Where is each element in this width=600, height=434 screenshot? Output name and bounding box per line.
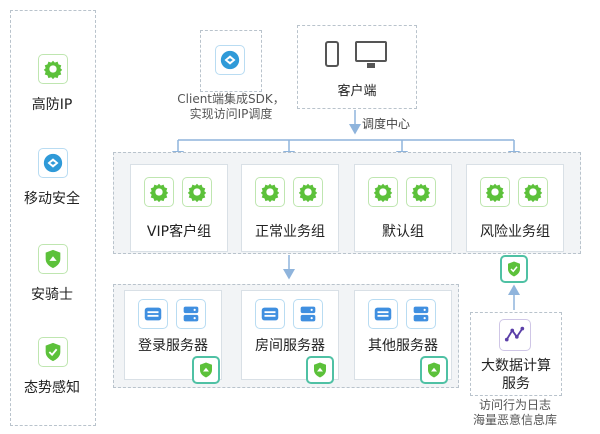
group-label: VIP客户组: [146, 224, 212, 240]
shield-icon: [38, 244, 68, 274]
server-rack-icon: [176, 299, 206, 329]
monitor-icon: [355, 41, 387, 62]
group-label: 风险业务组: [480, 224, 550, 240]
client-label: 客户端: [337, 84, 377, 99]
bigdata-note: 访问行为日志 海量恶意信息库: [462, 398, 568, 428]
gear-icon: [368, 177, 398, 207]
server-label: 房间服务器: [255, 338, 325, 354]
monitor-stand: [367, 63, 375, 68]
sdk-note-line1: Client端集成SDK，: [177, 92, 285, 106]
shield-check-icon: [500, 255, 528, 283]
bigdata-label-line1: 大数据计算: [481, 358, 551, 374]
shield-icon: [420, 356, 448, 384]
group-card-risk: 风险业务组: [466, 164, 564, 252]
server-rack-icon: [293, 299, 323, 329]
dispatch-center-label: 调度中心: [362, 117, 411, 131]
server-cloud-icon: [138, 299, 168, 329]
gear-icon: [406, 177, 436, 207]
gear-icon: [38, 54, 68, 84]
server-cloud-icon: [255, 299, 285, 329]
gear-icon: [255, 177, 285, 207]
gear-icon: [182, 177, 212, 207]
bigdata-note-line2: 海量恶意信息库: [472, 413, 557, 427]
shield-icon: [306, 356, 334, 384]
server-label: 登录服务器: [138, 338, 208, 354]
shield-icon: [192, 356, 220, 384]
bigdata-note-line1: 访问行为日志: [478, 398, 551, 412]
server-cloud-icon: [368, 299, 398, 329]
gear-icon: [518, 177, 548, 207]
group-label: 默认组: [382, 224, 424, 240]
gear-icon: [293, 177, 323, 207]
sidebar-item-label: 高防IP: [31, 97, 73, 113]
group-card-vip: VIP客户组: [130, 164, 228, 252]
gear-icon: [480, 177, 510, 207]
server-rack-icon: [406, 299, 436, 329]
group-card-default: 默认组: [354, 164, 452, 252]
shield-check-icon: [38, 337, 68, 367]
sidebar-item-label: 态势感知: [24, 380, 80, 396]
gear-icon: [144, 177, 174, 207]
sdk-note: Client端集成SDK， 实现访问IP调度: [166, 92, 296, 122]
sidebar-panel: [10, 10, 96, 426]
cloud-shield-icon: [215, 45, 245, 75]
sdk-icon-frame: [200, 30, 262, 92]
sidebar-item-label: 移动安全: [24, 191, 80, 207]
sidebar-item-label: 安骑士: [31, 287, 73, 303]
analytics-icon: [499, 319, 531, 351]
bigdata-box: 大数据计算 服务: [470, 312, 562, 396]
server-card-room: 房间服务器: [241, 290, 339, 380]
sdk-note-line2: 实现访问IP调度: [189, 107, 273, 121]
bigdata-label-line2: 服务: [502, 376, 530, 392]
client-box: 客户端: [297, 25, 417, 109]
group-label: 正常业务组: [255, 224, 325, 240]
cloud-shield-icon: [38, 148, 68, 178]
phone-icon: [325, 41, 339, 67]
server-label: 其他服务器: [368, 338, 438, 354]
group-card-normal: 正常业务组: [241, 164, 339, 252]
